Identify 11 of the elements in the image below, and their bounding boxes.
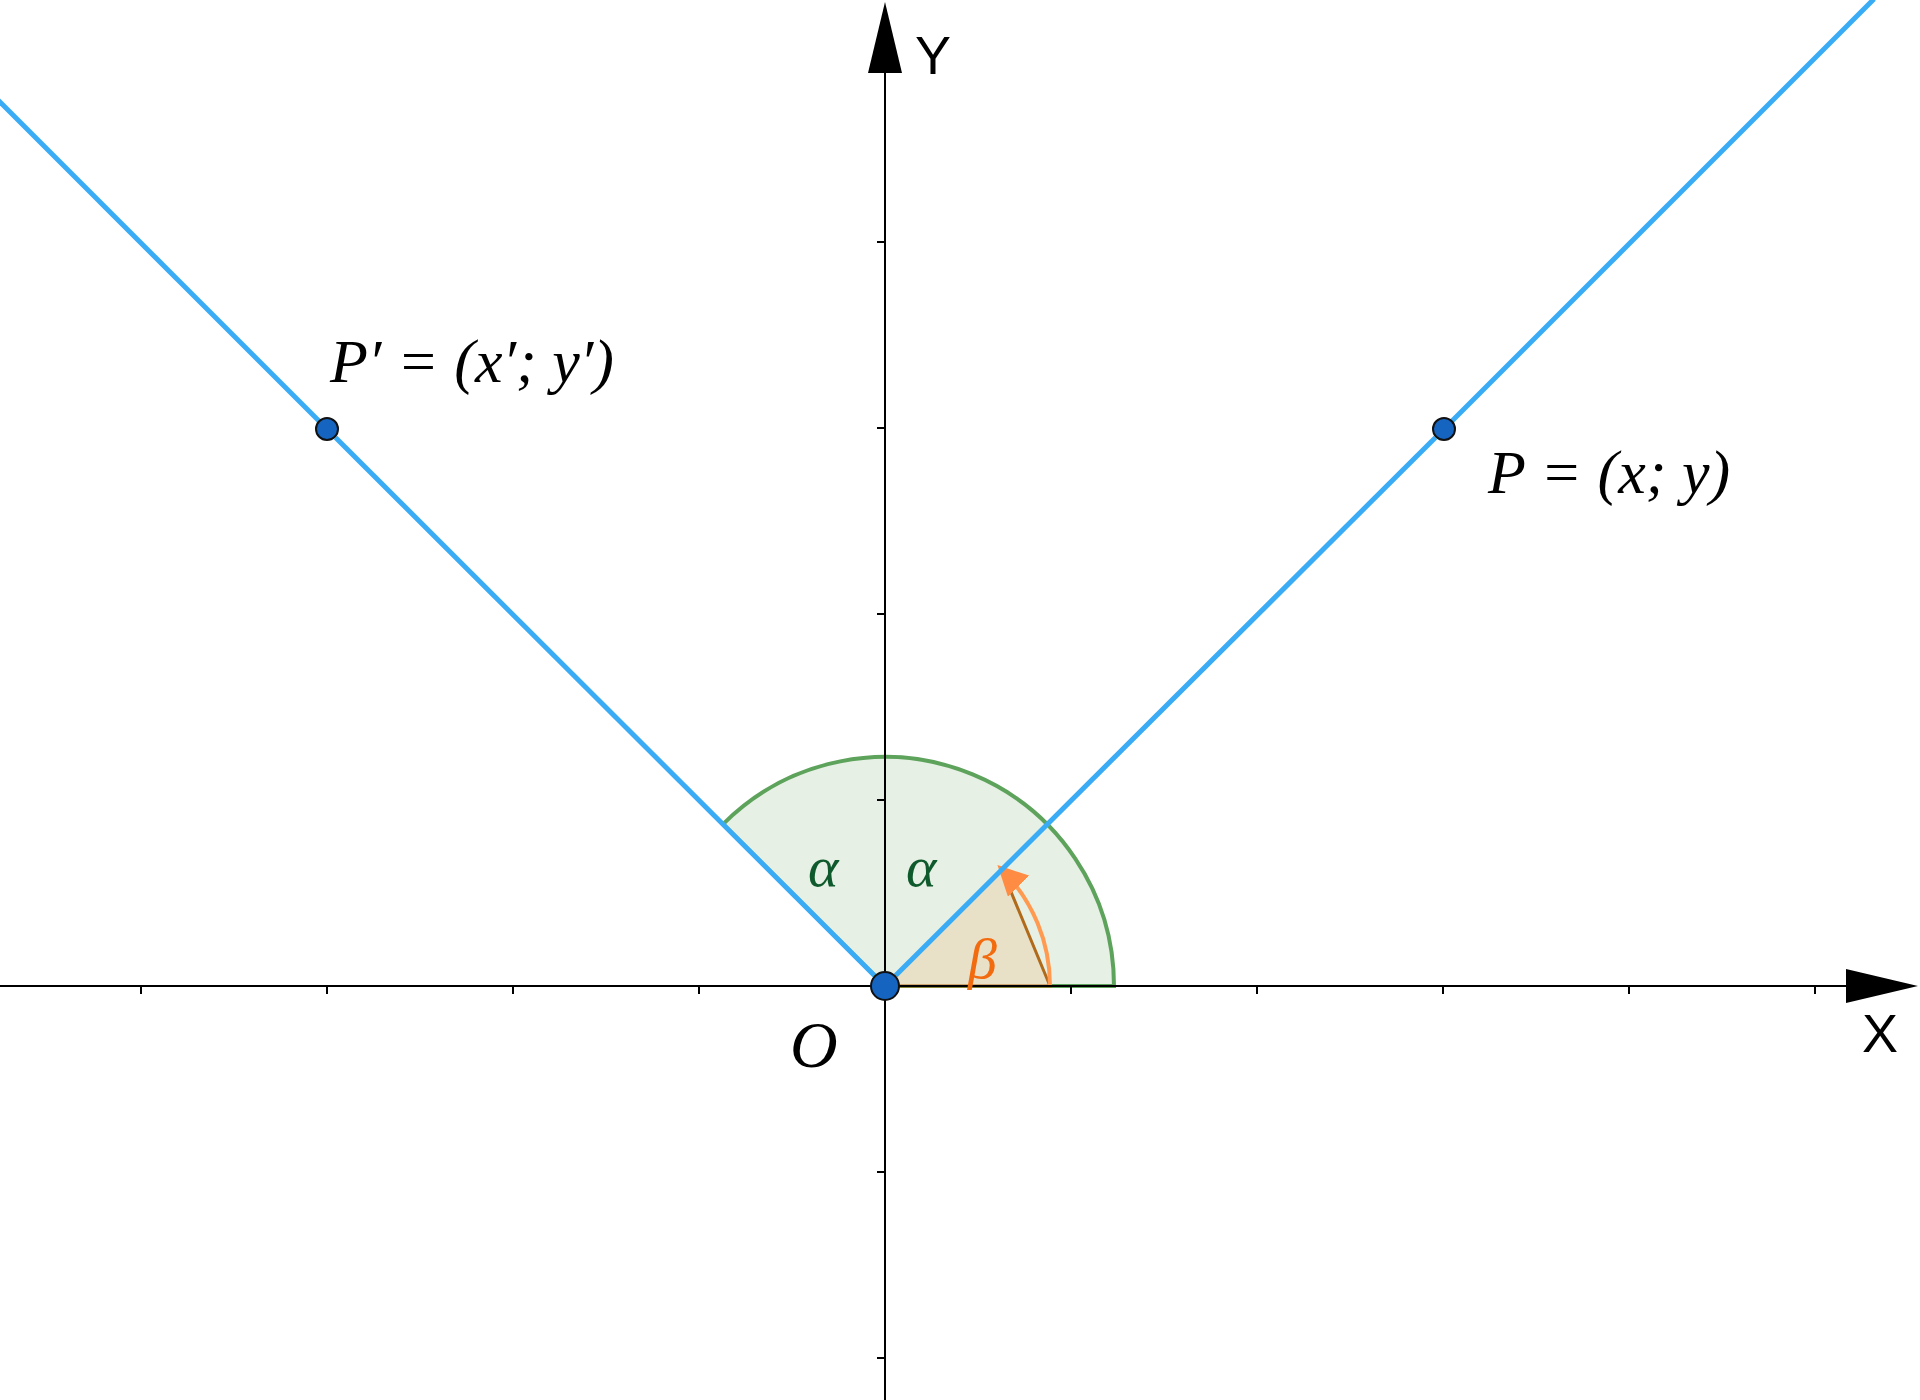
point-marker (870, 971, 900, 1001)
angle-label: α (808, 838, 839, 896)
angle-label: α (906, 838, 937, 896)
point-label: O (790, 1012, 838, 1078)
point-marker (1432, 417, 1456, 441)
line-segment (893, 435, 1438, 978)
axis-label: X (1862, 1006, 1899, 1060)
point-marker (315, 417, 339, 441)
axis-label: Y (915, 28, 952, 82)
line-segment (333, 435, 877, 978)
angle-label: β (968, 930, 997, 988)
